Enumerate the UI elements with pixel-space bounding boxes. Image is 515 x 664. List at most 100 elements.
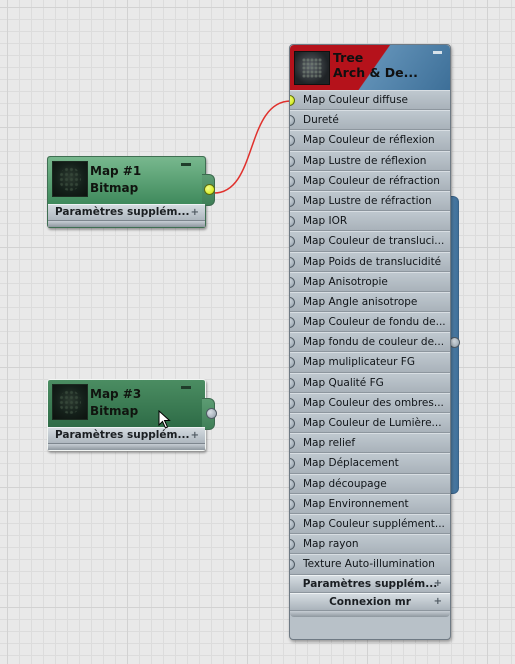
map-slot-row[interactable]: Map rayon bbox=[290, 534, 450, 555]
slot-label: Map Couleur de réfraction bbox=[303, 174, 440, 187]
expand-icon[interactable]: + bbox=[433, 595, 442, 607]
input-socket[interactable] bbox=[290, 559, 295, 571]
map-slot-row[interactable]: Map Qualité FG bbox=[290, 372, 450, 393]
rollout-label: Paramètres supplém... bbox=[55, 206, 190, 218]
input-socket[interactable] bbox=[290, 458, 295, 470]
input-socket[interactable] bbox=[290, 337, 295, 349]
output-tab[interactable] bbox=[202, 174, 215, 206]
map-slot-row[interactable]: Map Angle anisotrope bbox=[290, 291, 450, 313]
slot-label: Map Lustre de réfraction bbox=[303, 194, 432, 207]
map-slot-row[interactable]: Map Couleur supplément... bbox=[290, 513, 450, 535]
node-name: Map #3 bbox=[90, 387, 142, 401]
map-slot-row[interactable]: Map Couleur de fondu de... bbox=[290, 312, 450, 333]
bitmap-node-header[interactable]: Map #3 Bitmap bbox=[48, 380, 217, 430]
input-socket[interactable] bbox=[290, 498, 295, 510]
expand-icon[interactable]: + bbox=[190, 207, 199, 218]
slot-label: Map Couleur de Lumière... bbox=[303, 417, 442, 429]
input-socket[interactable] bbox=[290, 418, 295, 429]
slot-label: Dureté bbox=[303, 114, 339, 127]
map-slot-row[interactable]: Map Lustre de réfraction bbox=[290, 190, 450, 212]
bitmap-node-map3[interactable]: Map #3 Bitmap Paramètres supplém... + bbox=[47, 379, 217, 451]
map-slot-row[interactable]: Map Poids de translucidité bbox=[290, 251, 450, 272]
rollout-label: Paramètres supplém... bbox=[302, 577, 438, 590]
map-slot-row[interactable]: Map muliplicateur FG bbox=[290, 352, 450, 373]
output-tab[interactable] bbox=[202, 398, 217, 430]
slot-label: Map muliplicateur FG bbox=[303, 356, 415, 369]
input-socket[interactable] bbox=[290, 155, 295, 167]
slot-label: Map Couleur de réflexion bbox=[303, 134, 435, 147]
input-socket[interactable] bbox=[290, 256, 295, 268]
map-slot-row[interactable]: Map IOR bbox=[290, 211, 450, 232]
map-slot-row[interactable]: Map Couleur diffuse bbox=[290, 90, 450, 111]
input-socket[interactable] bbox=[290, 539, 295, 551]
mr-connection-rollout[interactable]: Connexion mr + bbox=[290, 592, 450, 611]
expand-icon[interactable]: + bbox=[190, 430, 199, 441]
map-slot-row[interactable]: Map Couleur des ombres... bbox=[290, 392, 450, 413]
extra-params-rollout[interactable]: Paramètres supplém... + bbox=[48, 204, 205, 220]
map-slot-row[interactable]: Map Lustre de réflexion bbox=[290, 150, 450, 171]
slot-label: Map Qualité FG bbox=[303, 376, 384, 389]
output-socket[interactable] bbox=[204, 184, 215, 195]
node-type: Bitmap bbox=[90, 181, 139, 195]
input-socket[interactable] bbox=[290, 518, 295, 530]
input-socket[interactable] bbox=[290, 317, 295, 329]
node-footer bbox=[48, 220, 205, 227]
input-socket[interactable] bbox=[290, 95, 295, 106]
rollout-label: Connexion mr bbox=[329, 595, 411, 608]
bitmap-node-map1[interactable]: Map #1 Bitmap Paramètres supplém... + bbox=[47, 156, 215, 228]
slot-label: Map Anisotropie bbox=[303, 275, 388, 288]
bitmap-node-header[interactable]: Map #1 Bitmap bbox=[48, 157, 215, 206]
output-socket[interactable] bbox=[206, 408, 217, 419]
input-socket[interactable] bbox=[290, 216, 295, 228]
slot-label: Map Lustre de réflexion bbox=[303, 154, 427, 167]
input-socket[interactable] bbox=[290, 478, 295, 490]
node-name: Map #1 bbox=[90, 164, 142, 178]
map-slot-row[interactable]: Map Déplacement bbox=[290, 453, 450, 474]
bitmap-thumbnail bbox=[52, 161, 88, 197]
slot-label: Map Déplacement bbox=[303, 457, 399, 470]
node-footer bbox=[48, 443, 205, 450]
material-node-header[interactable]: Tree Arch & De... bbox=[290, 45, 450, 90]
input-socket[interactable] bbox=[290, 135, 295, 147]
node-type: Bitmap bbox=[90, 404, 139, 418]
node-footer bbox=[290, 610, 450, 617]
map-slot-row[interactable]: Map Couleur de transluci... bbox=[290, 231, 450, 252]
extra-params-rollout[interactable]: Paramètres supplém... + bbox=[48, 427, 205, 443]
input-socket[interactable] bbox=[290, 377, 295, 389]
material-thumbnail bbox=[294, 51, 330, 85]
slot-label: Map Couleur des ombres... bbox=[303, 396, 444, 409]
map-slot-row[interactable]: Map fondu de couleur de... bbox=[290, 332, 450, 353]
map-slot-row[interactable]: Map Couleur de réfraction bbox=[290, 170, 450, 191]
extra-params-rollout[interactable]: Paramètres supplém... + bbox=[290, 574, 450, 593]
input-socket[interactable] bbox=[290, 236, 295, 248]
input-socket[interactable] bbox=[290, 115, 295, 127]
slot-label: Map Couleur de fondu de... bbox=[303, 316, 446, 329]
slot-label: Map Couleur supplément... bbox=[303, 517, 445, 530]
input-socket[interactable] bbox=[290, 276, 295, 288]
input-socket[interactable] bbox=[290, 175, 295, 187]
minimize-icon[interactable] bbox=[181, 386, 191, 389]
minimize-icon[interactable] bbox=[433, 51, 442, 54]
map-slot-row[interactable]: Map relief bbox=[290, 433, 450, 454]
input-socket[interactable] bbox=[290, 357, 295, 369]
input-socket[interactable] bbox=[290, 195, 295, 207]
input-socket[interactable] bbox=[290, 438, 295, 450]
map-slot-row[interactable]: Map Couleur de Lumière... bbox=[290, 413, 450, 434]
minimize-icon[interactable] bbox=[181, 163, 191, 166]
input-socket[interactable] bbox=[290, 397, 295, 409]
map-slot-row[interactable]: Map Couleur de réflexion bbox=[290, 130, 450, 151]
map-slot-row[interactable]: Texture Auto-illumination bbox=[290, 554, 450, 575]
map-slot-row[interactable]: Map Environnement bbox=[290, 493, 450, 514]
map-slot-row[interactable]: Map Anisotropie bbox=[290, 271, 450, 292]
input-socket[interactable] bbox=[290, 296, 295, 308]
slot-label: Texture Auto-illumination bbox=[303, 558, 435, 571]
slot-label: Map relief bbox=[303, 437, 356, 450]
expand-icon[interactable]: + bbox=[433, 577, 442, 589]
slot-label: Map fondu de couleur de... bbox=[303, 336, 445, 349]
map-slot-row[interactable]: Map découpage bbox=[290, 473, 450, 494]
rollout-label: Paramètres supplém... bbox=[55, 429, 190, 441]
map-slot-row[interactable]: Dureté bbox=[290, 110, 450, 131]
